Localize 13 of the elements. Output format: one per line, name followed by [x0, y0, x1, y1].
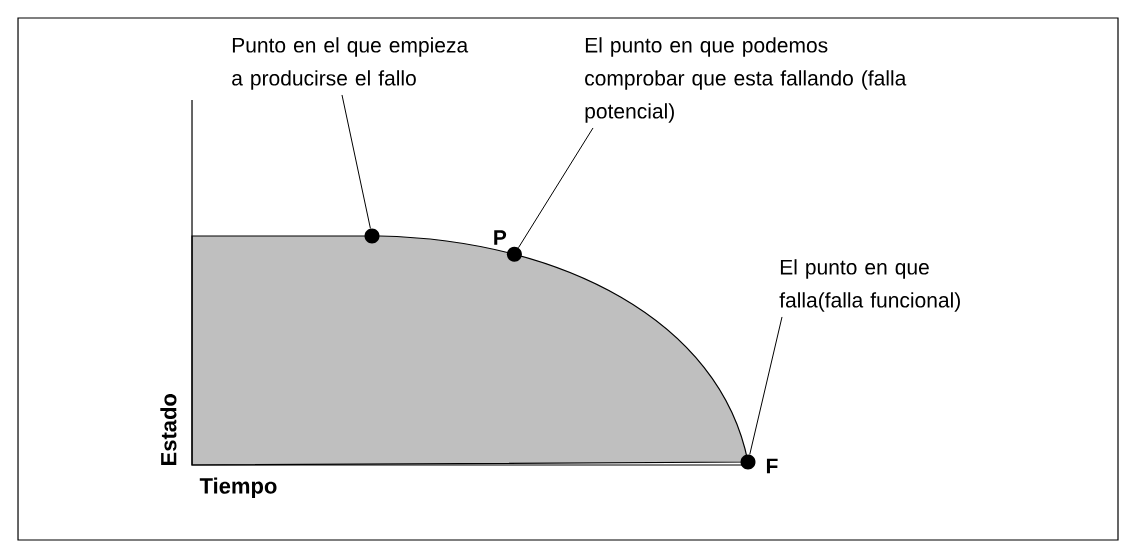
leader-line [517, 127, 594, 249]
point-label: F [766, 458, 778, 474]
leader-line [749, 316, 783, 455]
leader-line [341, 94, 371, 229]
annotation-text: Punto en el que empieza a producirse el fallo [232, 37, 469, 90]
point-label: P [494, 230, 507, 245]
annotation-text: El punto en que podemos comprobar que esta fallando (falla potencial) [585, 37, 907, 123]
annotation-text: El punto en que falla(falla funcional) [779, 259, 960, 312]
axis-label: Estado [160, 394, 177, 465]
point-marker [364, 228, 380, 244]
point-marker [506, 246, 522, 262]
axis-label: Tiempo [199, 477, 277, 499]
point-marker [740, 454, 756, 470]
